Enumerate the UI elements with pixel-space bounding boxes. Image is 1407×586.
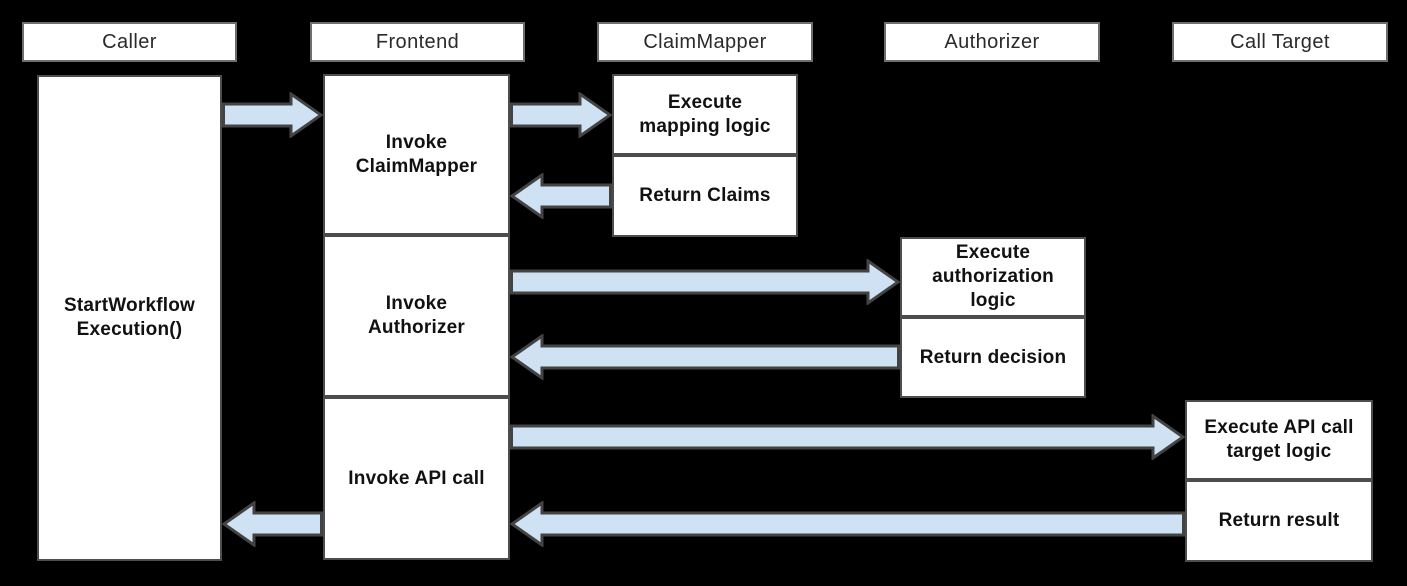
- actor-label-authorizer: Authorizer: [944, 30, 1040, 53]
- actor-header-caller: Caller: [22, 22, 237, 62]
- actor-header-authorizer: Authorizer: [884, 22, 1100, 62]
- activation-label: Return decision: [919, 346, 1067, 368]
- actor-header-frontend: Frontend: [310, 22, 525, 62]
- arrow-frontend-to-calltarget: [510, 414, 1185, 460]
- activation-label: Return result: [1218, 510, 1340, 532]
- activation-frontend-invoke-claimmapper: Invoke ClaimMapper: [323, 74, 510, 235]
- activation-authorizer-execute-authorization-logic: Execute authorization logic: [900, 237, 1086, 317]
- activation-label: Execute API call target logic: [1204, 417, 1354, 462]
- actor-header-claimmapper: ClaimMapper: [597, 22, 813, 62]
- arrow-frontend-to-claimmapper: [510, 92, 612, 138]
- activation-label: Execute mapping logic: [639, 91, 771, 137]
- actor-header-call-target: Call Target: [1172, 22, 1388, 62]
- activation-label: StartWorkflow Execution(): [63, 295, 196, 340]
- arrow-caller-to-frontend: [222, 92, 323, 138]
- arrow-frontend-to-authorizer: [510, 259, 900, 305]
- actor-label-frontend: Frontend: [375, 30, 460, 53]
- arrow-authorizer-to-frontend: [510, 334, 900, 380]
- actor-label-call-target: Call Target: [1230, 30, 1330, 53]
- activation-label: Return Claims: [639, 185, 771, 207]
- activation-label: Execute authorization logic: [932, 242, 1054, 311]
- activation-caller-startworkflowexecution: StartWorkflow Execution(): [37, 75, 222, 561]
- actor-label-caller: Caller: [102, 30, 157, 53]
- activation-frontend-invoke-authorizer: Invoke Authorizer: [323, 235, 510, 397]
- activation-label: Invoke Authorizer: [368, 293, 465, 338]
- activation-claimmapper-return-claims: Return Claims: [612, 155, 798, 237]
- actor-label-claimmapper: ClaimMapper: [643, 30, 767, 53]
- activation-frontend-invoke-api-call: Invoke API call: [323, 397, 510, 560]
- activation-authorizer-return-decision: Return decision: [900, 317, 1086, 398]
- activation-calltarget-execute-api-call-target-logic: Execute API call target logic: [1185, 400, 1373, 480]
- activation-calltarget-return-result: Return result: [1185, 480, 1373, 562]
- arrow-frontend-to-caller: [222, 501, 323, 547]
- activation-claimmapper-execute-mapping-logic: Execute mapping logic: [612, 74, 798, 155]
- activation-label: Invoke API call: [348, 467, 485, 489]
- arrow-calltarget-to-frontend: [510, 501, 1185, 547]
- activation-label: Invoke ClaimMapper: [355, 131, 478, 177]
- arrow-claimmapper-to-frontend: [510, 173, 612, 219]
